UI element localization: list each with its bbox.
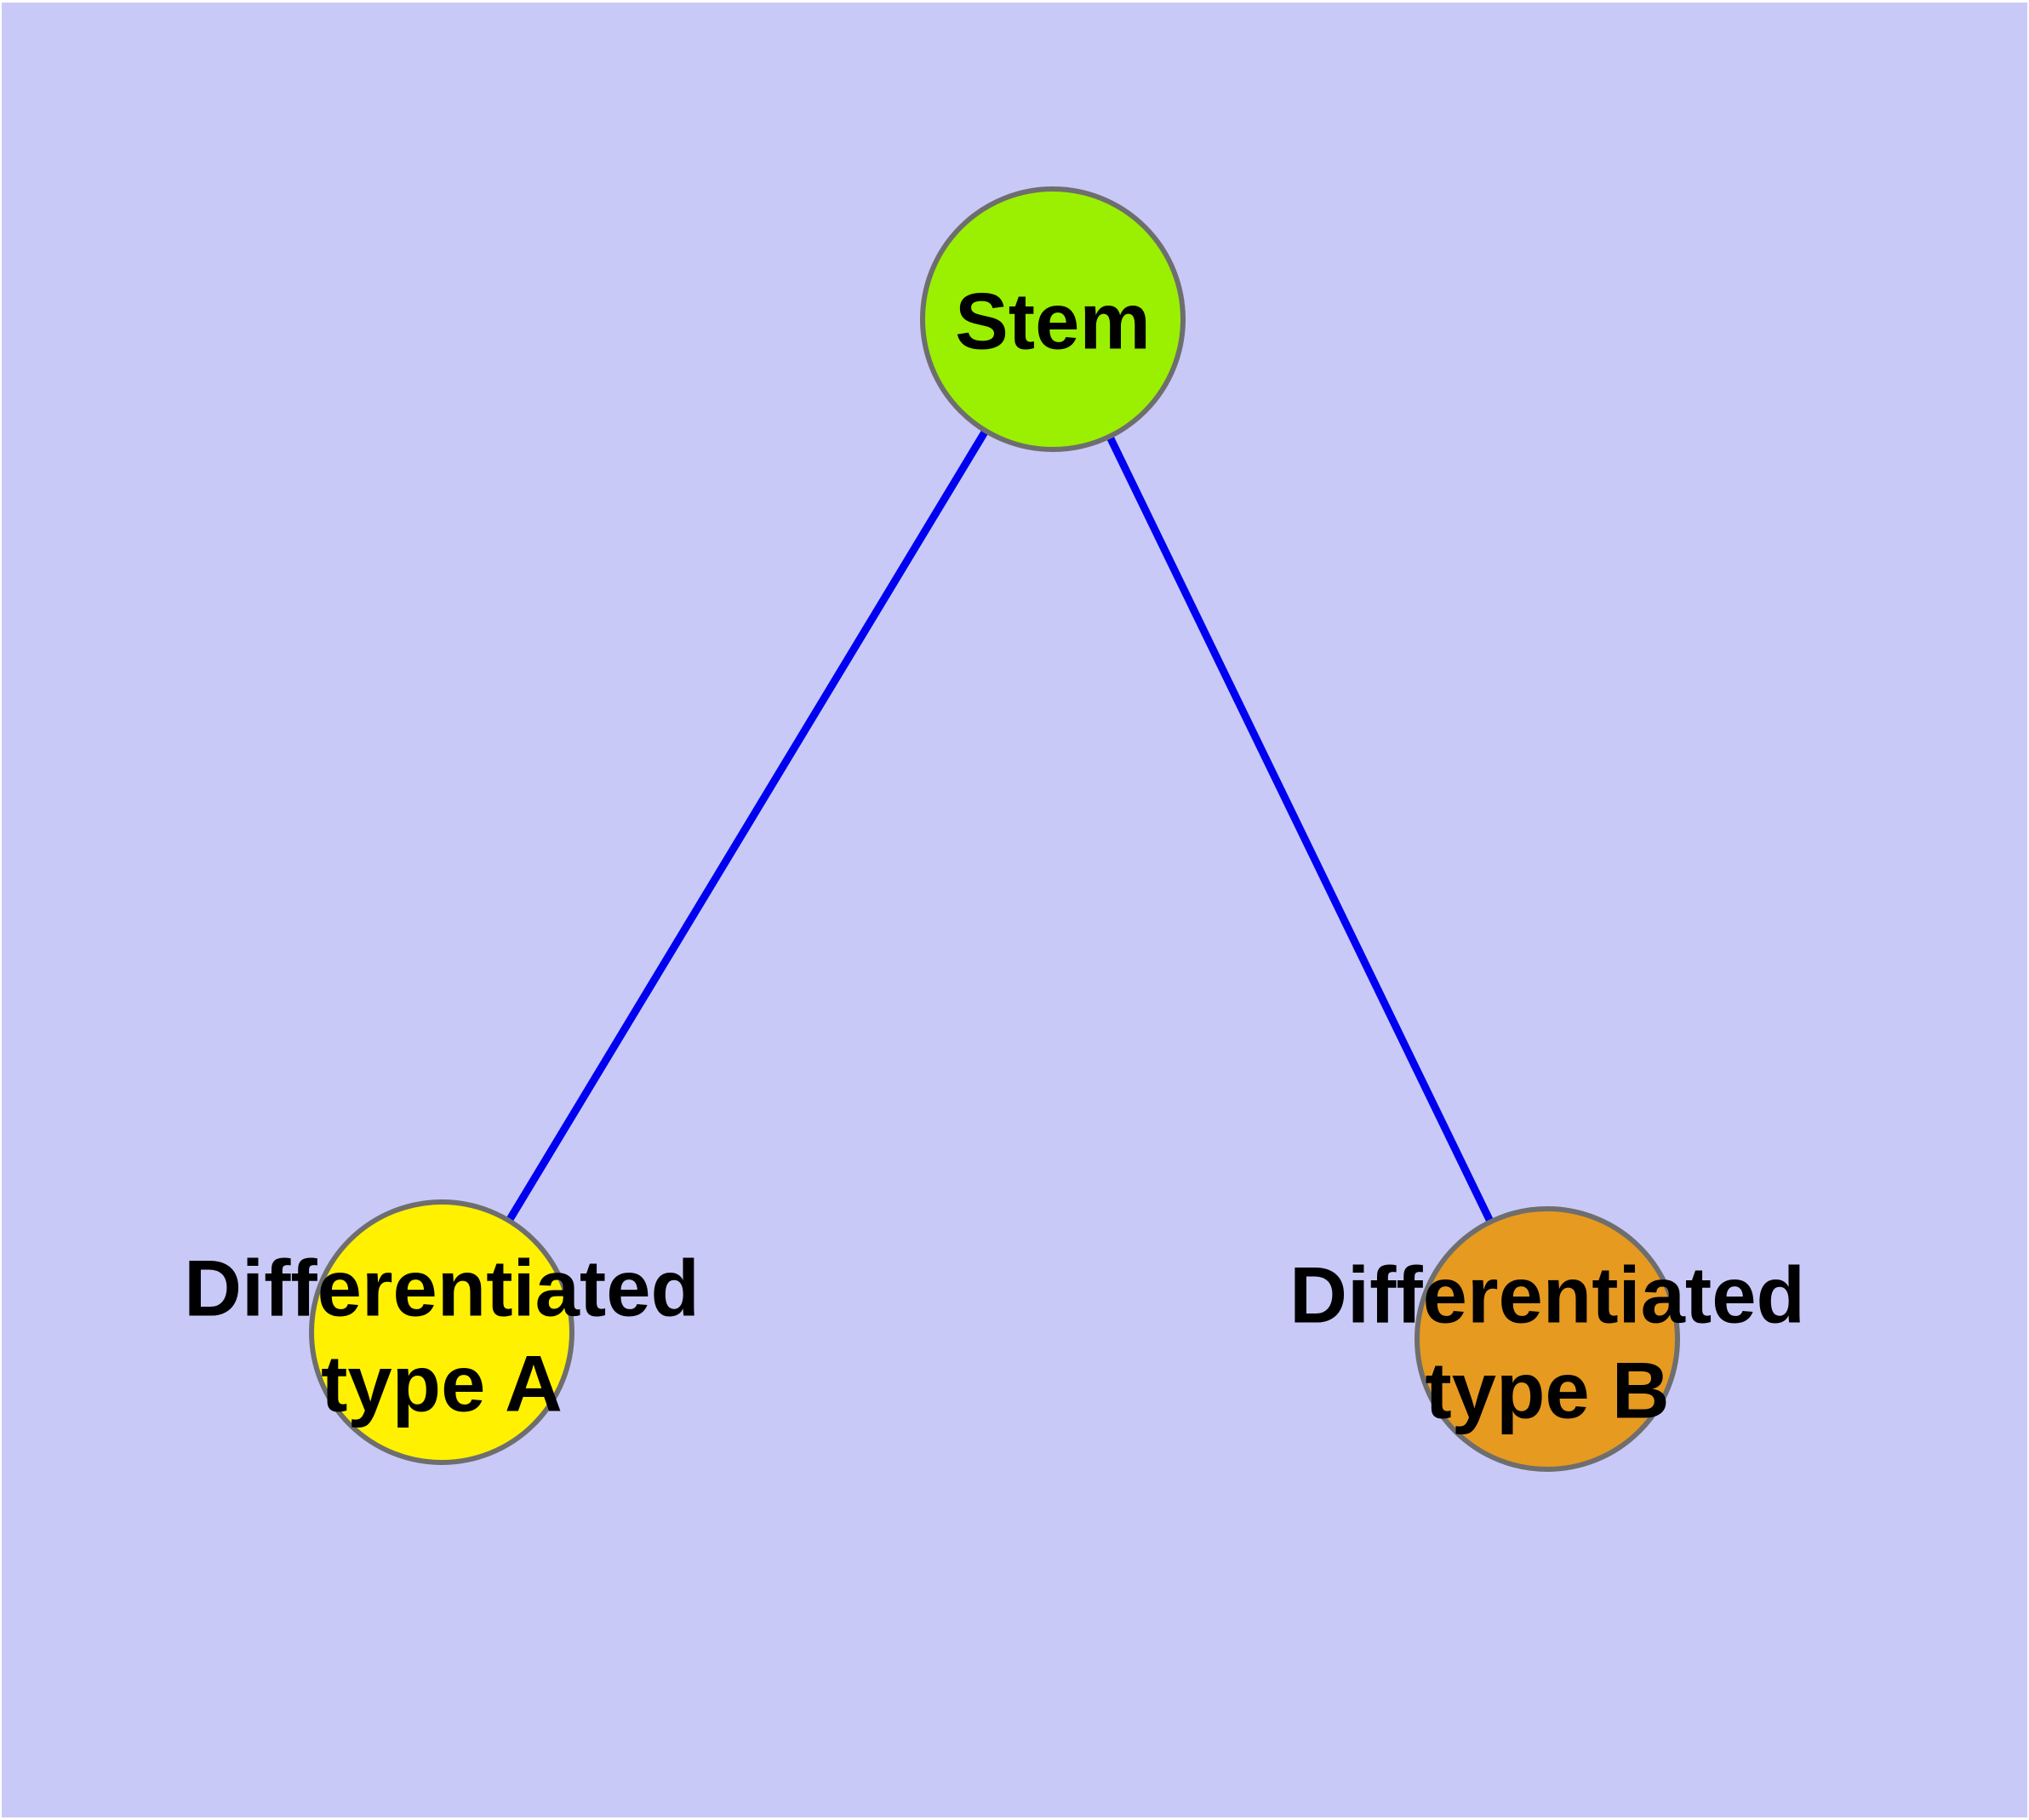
- node-differentiated-type-b-circle: [1415, 1206, 1680, 1472]
- edge-stem-to-type-a: [438, 317, 1056, 1335]
- node-differentiated-type-a-label-line2: type A: [321, 1339, 563, 1428]
- node-stem-label: Stem: [955, 277, 1151, 366]
- node-differentiated-type-b: Differentiated type B: [1289, 1206, 1805, 1472]
- node-differentiated-type-b-label-line2: type B: [1425, 1346, 1669, 1435]
- node-differentiated-type-a: Differentiated type A: [184, 1199, 700, 1465]
- node-differentiated-type-a-circle: [309, 1199, 574, 1465]
- node-differentiated-type-b-label-line1: Differentiated: [1289, 1251, 1805, 1340]
- node-stem: Stem: [920, 186, 1186, 452]
- edge-stem-to-type-b: [1049, 318, 1552, 1341]
- node-differentiated-type-a-label-line1: Differentiated: [184, 1244, 700, 1333]
- node-stem-circle: [920, 186, 1186, 452]
